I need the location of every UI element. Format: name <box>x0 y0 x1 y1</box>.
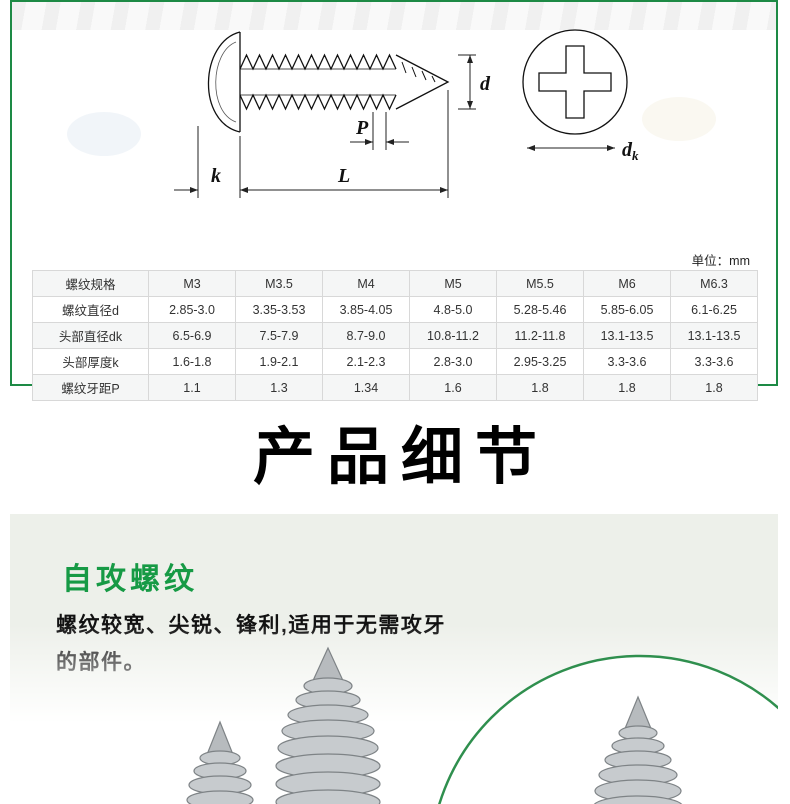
table-cell: 3.3-3.6 <box>670 348 758 375</box>
table-cell: 1.8 <box>670 374 758 401</box>
thread-top-zigzag <box>239 53 397 71</box>
table-cell: 1.8 <box>583 374 671 401</box>
screw-head-inner-line <box>215 41 237 123</box>
table-cell: 1.6-1.8 <box>148 348 236 375</box>
table-cell: 1.9-2.1 <box>235 348 323 375</box>
screws-photo <box>186 646 778 804</box>
table-cell: 5.85-6.05 <box>583 296 671 323</box>
dimension-arrowheads <box>190 55 615 193</box>
screw-photo-zoomed <box>593 695 683 804</box>
table-cell: 3.85-4.05 <box>322 296 410 323</box>
watermark-photo-strip <box>12 2 776 30</box>
table-cell: 1.6 <box>409 374 497 401</box>
label-l: L <box>337 165 350 187</box>
feature-panel: 自攻螺纹 螺纹较宽、尖锐、锋利,适用于无需攻牙的部件。 <box>10 514 778 804</box>
feature-heading: 自攻螺纹 <box>62 563 198 596</box>
screw-head-top-view <box>522 29 628 135</box>
row-label: 头部直径dk <box>32 322 149 349</box>
table-cell: 3.3-3.6 <box>583 348 671 375</box>
screw-head-dome <box>207 31 241 133</box>
screw-tip <box>395 54 450 110</box>
label-k: k <box>211 165 221 187</box>
column-header: M3 <box>148 270 236 297</box>
tip-thread-marks <box>401 61 436 83</box>
table-cell: 4.8-5.0 <box>409 296 497 323</box>
column-header: M5 <box>409 270 497 297</box>
label-d: d <box>480 73 491 95</box>
column-header: M6.3 <box>670 270 758 297</box>
section-title: 产品细节 <box>252 423 549 492</box>
screw-side-view <box>207 31 450 133</box>
table-cell: 6.1-6.25 <box>670 296 758 323</box>
table-cell: 13.1-13.5 <box>670 322 758 349</box>
column-header: M5.5 <box>496 270 584 297</box>
table-cell: 3.35-3.53 <box>235 296 323 323</box>
watermark-logo-left <box>67 112 141 156</box>
table-cell: 7.5-7.9 <box>235 322 323 349</box>
dimension-lines <box>174 54 615 198</box>
table-cell: 5.28-5.46 <box>496 296 584 323</box>
row-label: 头部厚度k <box>32 348 149 375</box>
table-cell: 2.8-3.0 <box>409 348 497 375</box>
table-cell: 6.5-6.9 <box>148 322 236 349</box>
head-circle <box>522 29 628 135</box>
column-header: M6 <box>583 270 671 297</box>
screw-photo-middle <box>275 646 381 804</box>
unit-label: 单位：mm <box>691 254 750 268</box>
zoom-circle <box>438 654 778 804</box>
row-label: 螺纹牙距P <box>32 374 149 401</box>
thread-bottom-zigzag <box>239 93 397 111</box>
table-cell: 1.34 <box>322 374 410 401</box>
screw-photo-left <box>186 720 254 804</box>
table-cell: 1.3 <box>235 374 323 401</box>
table-cell: 10.8-11.2 <box>409 322 497 349</box>
phillips-cross-icon <box>538 45 612 119</box>
table-cell: 2.85-3.0 <box>148 296 236 323</box>
table-cell: 11.2-11.8 <box>496 322 584 349</box>
table-cell: 13.1-13.5 <box>583 322 671 349</box>
column-header: M4 <box>322 270 410 297</box>
label-p: P <box>355 117 369 139</box>
row-label: 螺纹直径d <box>32 296 149 323</box>
table-cell: 1.1 <box>148 374 236 401</box>
table-cell: 2.1-2.3 <box>322 348 410 375</box>
column-header: M3.5 <box>235 270 323 297</box>
label-dk: dk <box>622 139 639 163</box>
row-label-header: 螺纹规格 <box>32 270 149 297</box>
watermark-logo-right <box>642 97 716 141</box>
table-cell: 2.95-3.25 <box>496 348 584 375</box>
screw-dimension-diagram: P k L d dk <box>174 29 639 198</box>
table-cell: 8.7-9.0 <box>322 322 410 349</box>
